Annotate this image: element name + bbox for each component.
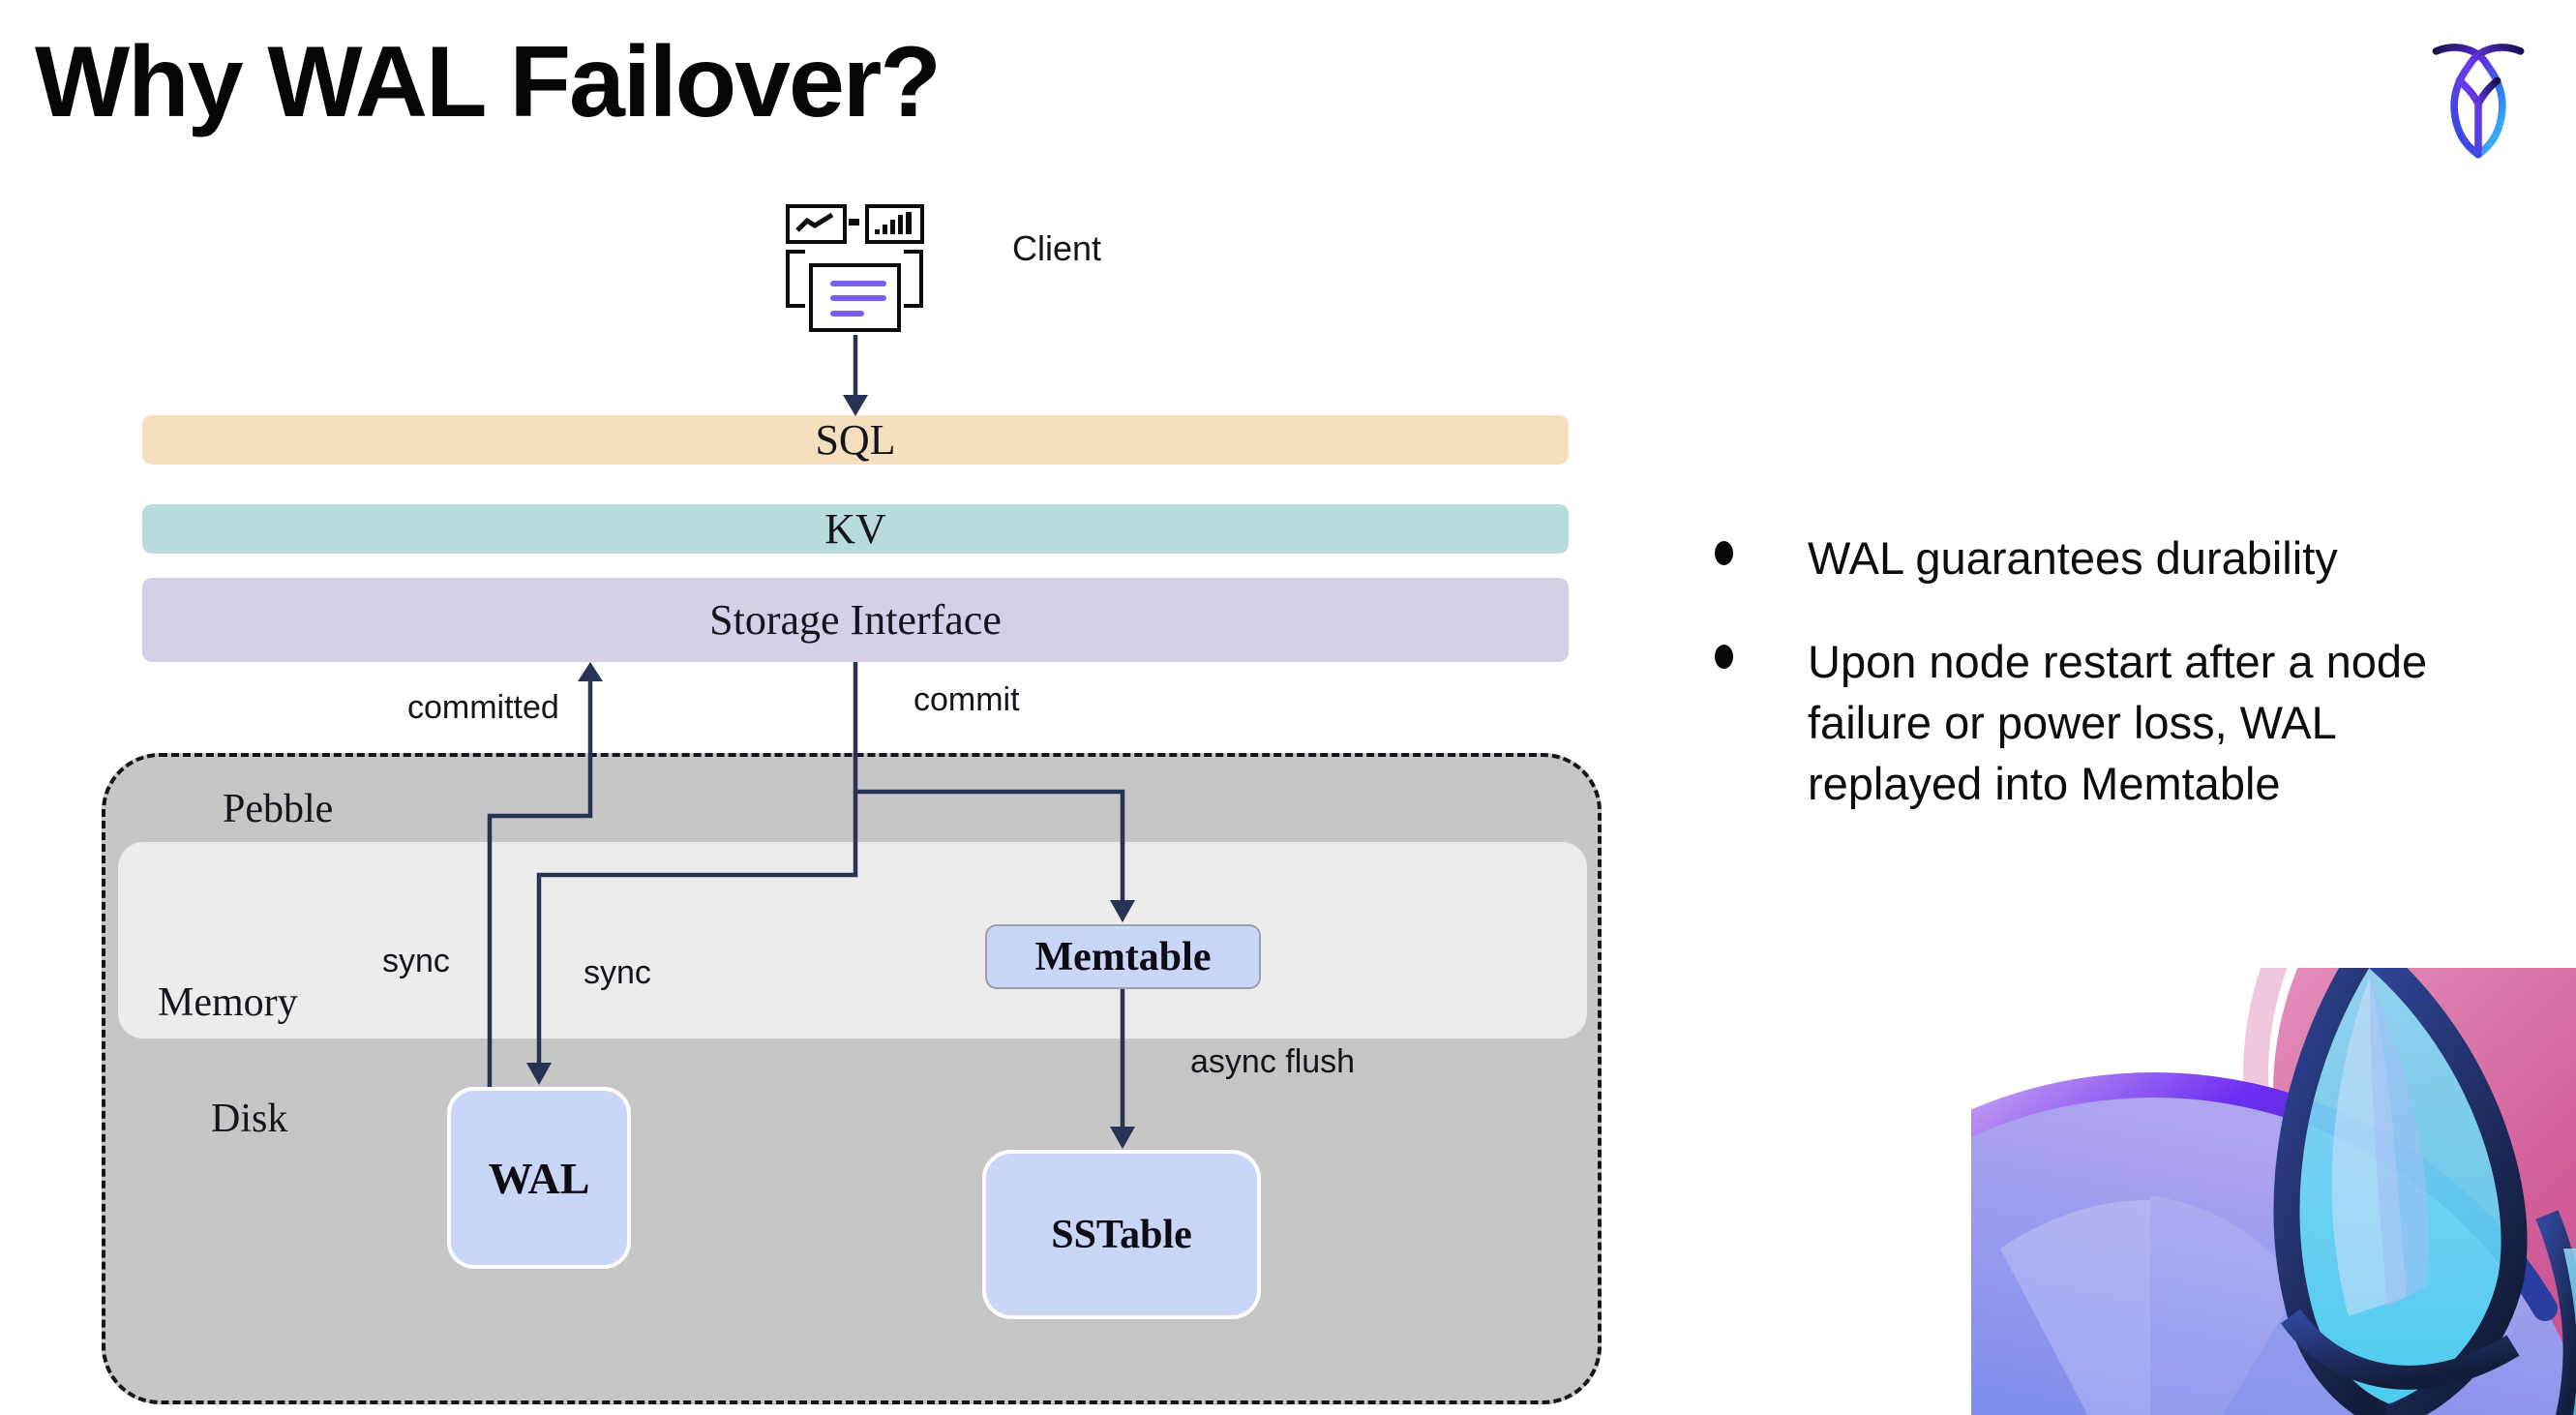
list-item: WAL guarantees durability	[1684, 527, 2555, 588]
layer-sql-label: SQL	[815, 416, 896, 464]
edge-label-sync-1: sync	[382, 943, 450, 979]
node-wal: WAL	[447, 1087, 631, 1269]
node-wal-label: WAL	[488, 1153, 590, 1203]
edge-label-commit: commit	[914, 681, 1020, 718]
document-icon	[809, 263, 901, 332]
layer-kv: KV	[142, 504, 1569, 554]
memory-label: Memory	[158, 980, 298, 1025]
cockroachdb-logo-icon	[2432, 44, 2525, 159]
disk-label: Disk	[211, 1097, 288, 1141]
edge-label-sync-2: sync	[584, 954, 651, 991]
dash-connector	[849, 219, 859, 226]
node-memtable-label: Memtable	[1034, 934, 1212, 979]
cockroach-brand-artwork	[1971, 968, 2576, 1415]
bullet-text: WAL guarantees durability	[1808, 532, 2338, 584]
list-item: Upon node restart after a node failure o…	[1684, 631, 2555, 814]
layer-sql: SQL	[142, 415, 1569, 465]
pebble-label: Pebble	[223, 787, 334, 831]
node-sstable: SSTable	[982, 1150, 1261, 1319]
layer-storage-interface: Storage Interface	[142, 578, 1569, 662]
client-label: Client	[1012, 228, 1102, 268]
bar-chart-icon	[865, 204, 924, 244]
page-title: Why WAL Failover?	[35, 26, 942, 138]
line-chart-icon	[786, 204, 847, 244]
bullet-dot-icon	[1715, 645, 1733, 669]
edge-label-async-flush: async flush	[1190, 1043, 1356, 1080]
memory-band	[118, 842, 1587, 1039]
node-memtable: Memtable	[985, 924, 1261, 989]
layer-kv-label: KV	[824, 505, 886, 553]
edge-label-committed: committed	[407, 689, 559, 726]
layer-storage-label: Storage Interface	[709, 596, 1002, 644]
bullet-text: Upon node restart after a node failure o…	[1808, 636, 2428, 809]
bullet-dot-icon	[1715, 541, 1733, 565]
node-sstable-label: SSTable	[1051, 1212, 1192, 1257]
bullet-list: WAL guarantees durability Upon node rest…	[1684, 527, 2555, 857]
